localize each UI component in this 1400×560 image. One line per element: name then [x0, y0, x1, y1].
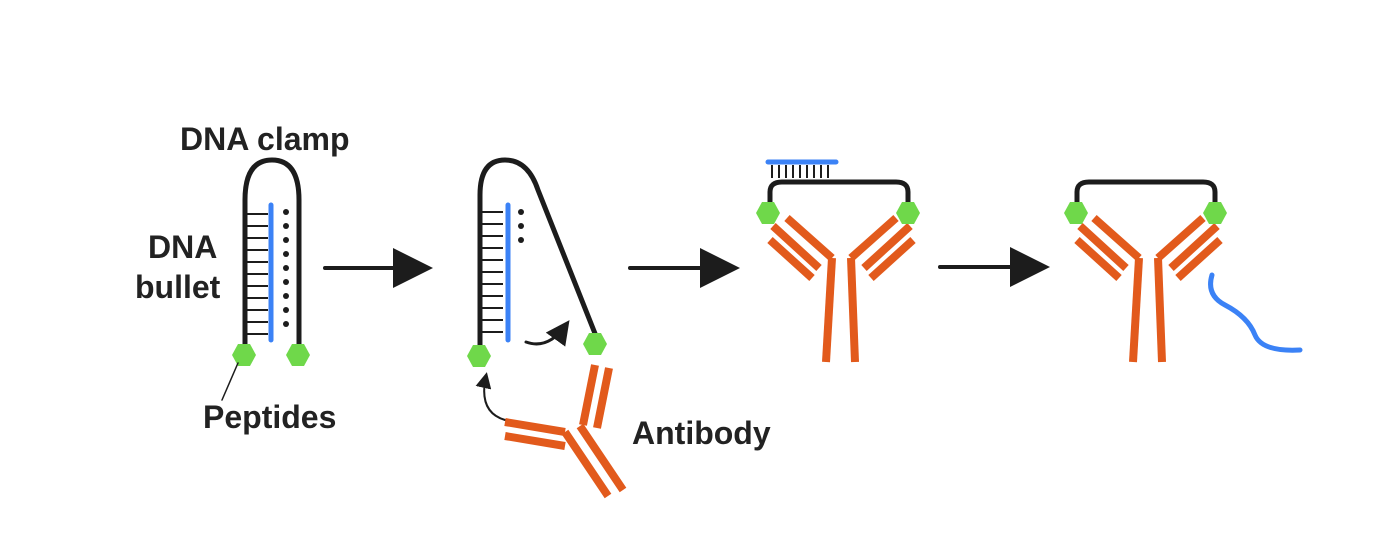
stage-4-bullet-free [1064, 179, 1303, 363]
peptides-pointer-line [221, 362, 239, 401]
label-dna-bullet-line2: bullet [135, 269, 221, 305]
free-dna-bullet [1208, 272, 1303, 353]
peptide-right-stage-3 [896, 202, 920, 224]
antibody-stage-2 [504, 364, 627, 499]
antibody-stage-4 [1074, 215, 1223, 363]
peptide-left-stage-2 [467, 345, 491, 367]
stage-1-closed-clamp [221, 157, 310, 401]
curved-arrow-antibody-approach [475, 372, 506, 421]
dna-clamp-strand-open [477, 157, 599, 351]
label-dna-clamp: DNA clamp [180, 121, 350, 157]
label-peptides: Peptides [203, 399, 336, 435]
dna-clamp-bridge [767, 179, 911, 208]
dna-rungs [247, 213, 268, 335]
binding-dots-stage-2 [518, 209, 524, 243]
curved-arrow-opening [524, 320, 570, 347]
label-antibody: Antibody [632, 415, 771, 451]
dna-clamp-strand [242, 157, 302, 355]
stage-3-antibody-bound [756, 159, 920, 363]
stage-2-opening-clamp [467, 157, 627, 499]
antibody-stage-3 [767, 215, 916, 363]
released-dna-bullet [765, 159, 839, 178]
label-dna-bullet-line1: DNA [148, 229, 217, 265]
dna-rungs-stage-2 [482, 211, 503, 333]
dna-clamp-bridge-stage-4 [1074, 179, 1218, 208]
peptide-right [286, 344, 310, 366]
binding-dots [283, 209, 289, 327]
peptide-right-stage-4 [1203, 202, 1227, 224]
peptide-left [232, 344, 256, 366]
peptide-left-stage-3 [756, 202, 780, 224]
peptide-right-stage-2 [583, 333, 607, 355]
peptide-left-stage-4 [1064, 202, 1088, 224]
